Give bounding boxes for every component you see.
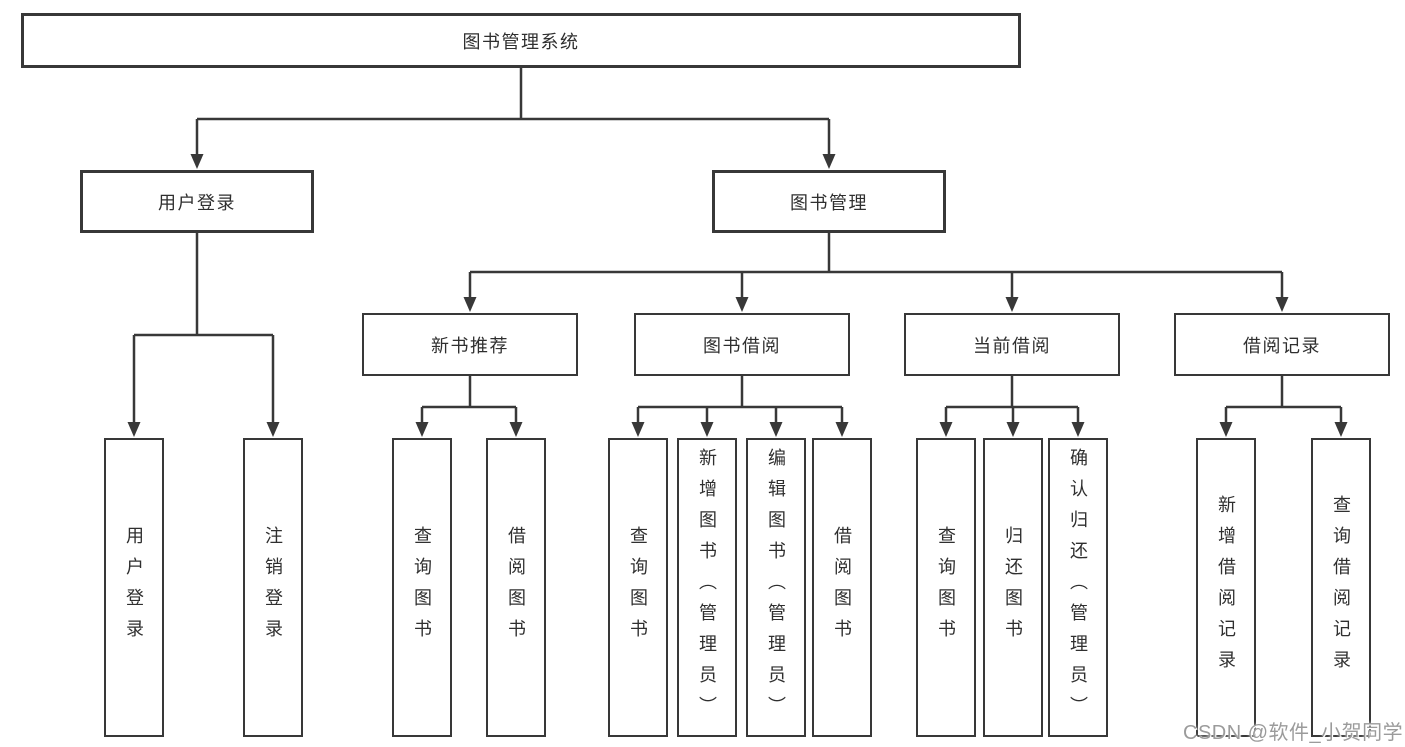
arrowhead-icon: [769, 422, 783, 437]
arrowhead-icon: [1006, 422, 1020, 437]
arrowhead-icon: [127, 422, 141, 437]
node-current-borrow: 当前借阅: [904, 313, 1120, 376]
leaf-user-login: 用户登录: [104, 438, 164, 737]
edge-user-login-to-children: [132, 233, 275, 423]
leaf-query-books-current: 查询图书: [916, 438, 976, 737]
leaf-borrow-books: 借阅图书: [812, 438, 872, 737]
edge-borrow-records-to-children: [1224, 376, 1343, 423]
arrowhead-icon: [463, 297, 477, 312]
edge-book-borrow-to-children: [636, 376, 844, 423]
edge-current-borrow-to-children: [944, 376, 1080, 423]
node-new-book-recommend: 新书推荐: [362, 313, 578, 376]
arrowhead-icon: [835, 422, 849, 437]
arrowhead-icon: [190, 154, 204, 169]
node-library-management-system: 图书管理系统: [21, 13, 1021, 68]
leaf-borrow-books-recommend: 借阅图书: [486, 438, 546, 737]
leaf-query-books-borrow: 查询图书: [608, 438, 668, 737]
node-borrow-records: 借阅记录: [1174, 313, 1390, 376]
node-book-management: 图书管理: [712, 170, 946, 233]
leaf-query-borrow-record: 查询借阅记录: [1311, 438, 1371, 737]
arrowhead-icon: [700, 422, 714, 437]
arrowhead-icon: [939, 422, 953, 437]
leaf-query-books-recommend: 查询图书: [392, 438, 452, 737]
arrowhead-icon: [822, 154, 836, 169]
arrowhead-icon: [631, 422, 645, 437]
leaf-logout: 注销登录: [243, 438, 303, 737]
edge-book-management-to-children: [468, 233, 1284, 298]
leaf-add-books-admin: 新增图书（管理员）: [677, 438, 737, 737]
node-user-login: 用户登录: [80, 170, 314, 233]
arrowhead-icon: [266, 422, 280, 437]
arrowhead-icon: [735, 297, 749, 312]
arrowhead-icon: [509, 422, 523, 437]
arrowhead-icon: [1275, 297, 1289, 312]
node-book-borrow: 图书借阅: [634, 313, 850, 376]
arrowhead-icon: [1334, 422, 1348, 437]
edge-root-to-level2: [195, 68, 831, 155]
leaf-edit-books-admin: 编辑图书（管理员）: [746, 438, 806, 737]
leaf-return-books: 归还图书: [983, 438, 1043, 737]
watermark: CSDN @软件_小贺同学: [1183, 722, 1404, 744]
arrowhead-icon: [415, 422, 429, 437]
leaf-confirm-return-admin: 确认归还（管理员）: [1048, 438, 1108, 737]
arrowhead-icon: [1005, 297, 1019, 312]
edge-new-book-recommend-to-children: [420, 376, 518, 423]
arrowhead-icon: [1071, 422, 1085, 437]
arrowhead-icon: [1219, 422, 1233, 437]
leaf-add-borrow-record: 新增借阅记录: [1196, 438, 1256, 737]
